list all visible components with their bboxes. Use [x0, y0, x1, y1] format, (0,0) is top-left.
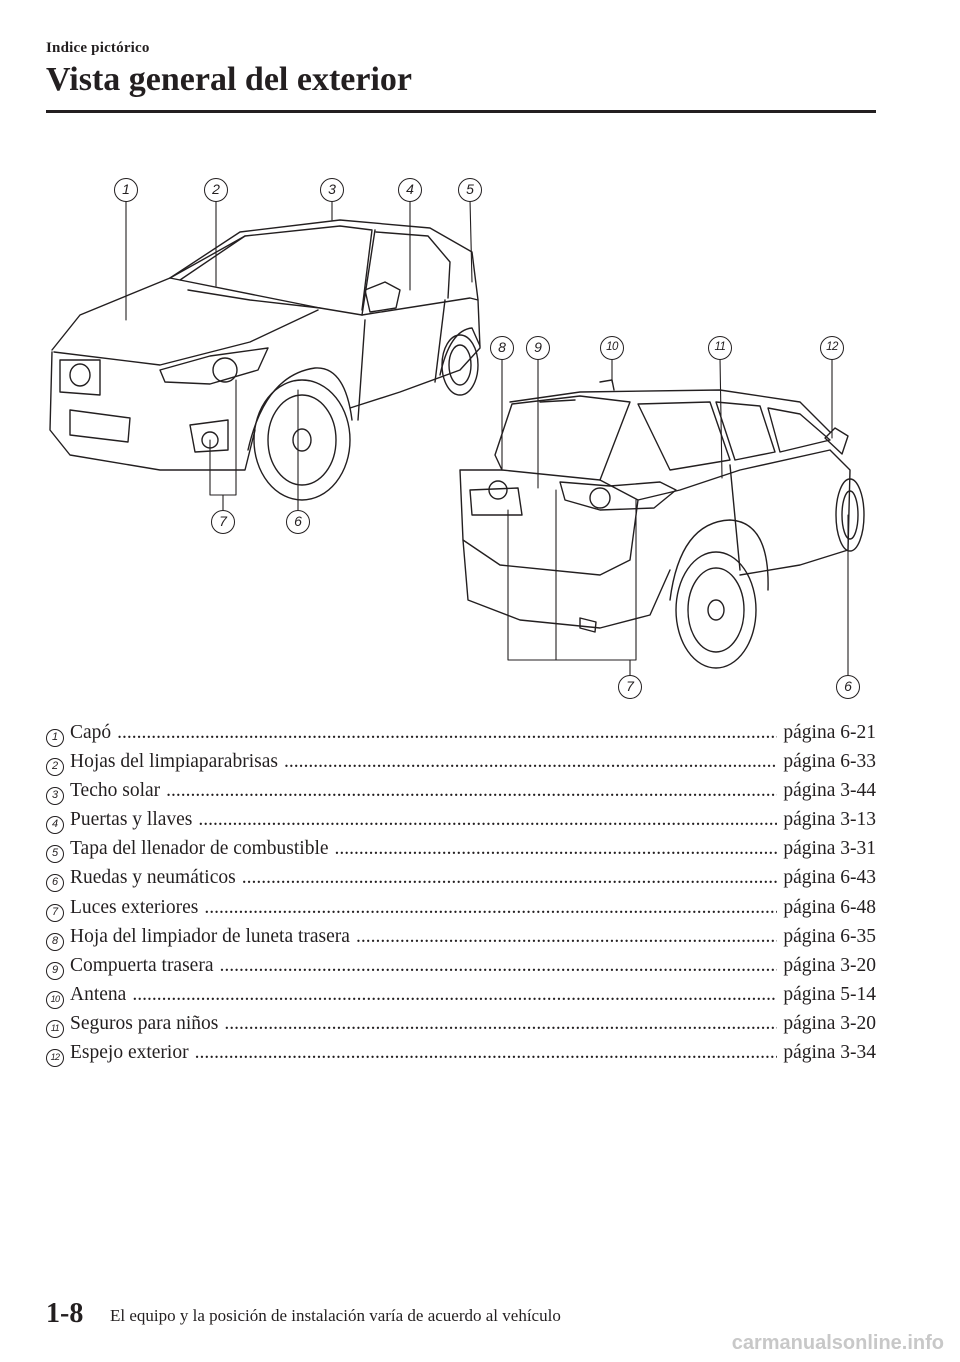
item-number: 1 — [46, 729, 64, 747]
item-number: 3 — [46, 787, 64, 806]
dot-leader — [284, 751, 777, 773]
callout-8: 8 — [490, 336, 514, 360]
item-number: 9 — [46, 961, 64, 980]
item-label: Hoja del limpiador de luneta trasera — [70, 925, 350, 947]
item-number: 5 — [46, 845, 64, 864]
dot-leader — [166, 780, 777, 802]
callout-6-front: 6 — [286, 510, 310, 534]
item-number: 7 — [46, 903, 64, 922]
item-label: Tapa del llenador de combustible — [70, 838, 329, 860]
callout-3: 3 — [320, 178, 344, 202]
list-item: 3 Techo solar página 3-44 — [46, 780, 876, 809]
callout-2: 2 — [204, 178, 228, 202]
callout-10: 10 — [600, 336, 624, 360]
dot-leader — [204, 897, 777, 919]
vehicle-line-drawing — [49, 199, 865, 676]
item-label: Ruedas y neumáticos — [70, 867, 236, 889]
callout-leader-lines — [125, 199, 849, 676]
callout-11: 11 — [708, 336, 732, 360]
list-item: 1 Capó página 6-21 — [46, 722, 876, 751]
page-number: 1-8 — [46, 1298, 84, 1329]
dot-leader — [335, 838, 778, 860]
item-page-ref: página 6-43 — [783, 867, 876, 889]
item-number: 12 — [46, 1049, 64, 1068]
item-page-ref: página 6-35 — [783, 925, 876, 947]
watermark: carmanualsonline.info — [731, 1332, 944, 1354]
callout-6-rear: 6 — [836, 675, 860, 699]
item-label: Capó — [70, 722, 112, 743]
dot-leader — [195, 1042, 778, 1064]
rear-vehicle-drawing — [459, 379, 865, 669]
item-page-ref: página 3-34 — [783, 1042, 876, 1064]
list-item: 4 Puertas y llaves página 3-13 — [46, 809, 876, 838]
list-item: 6 Ruedas y neumáticos página 6-43 — [46, 867, 876, 896]
dot-leader — [224, 1013, 777, 1035]
item-label: Techo solar — [70, 780, 161, 802]
item-label: Seguros para niños — [70, 1012, 219, 1034]
footer-note: El equipo y la posición de instalación v… — [110, 1306, 561, 1325]
item-label: Luces exteriores — [70, 896, 199, 918]
item-number: 10 — [46, 990, 64, 1009]
list-item: 7 Luces exteriores página 6-48 — [46, 897, 876, 926]
item-number: 2 — [46, 758, 64, 777]
callout-12: 12 — [820, 336, 844, 360]
item-label: Antena — [70, 983, 127, 1005]
item-number: 6 — [46, 874, 64, 893]
dot-leader — [117, 722, 777, 744]
item-page-ref: página 3-20 — [783, 1012, 876, 1034]
item-page-ref: página 6-48 — [783, 896, 876, 918]
item-page-ref: página 3-20 — [783, 954, 876, 976]
item-page-ref: página 6-33 — [783, 751, 876, 773]
item-page-ref: página 6-21 — [783, 722, 876, 743]
item-number: 8 — [46, 932, 64, 951]
vehicle-exterior-illustration: 1 2 3 4 5 8 9 10 11 12 7 6 7 6 — [40, 170, 880, 710]
dot-leader — [198, 809, 777, 831]
callout-1: 1 — [114, 178, 138, 202]
list-item: 2 Hojas del limpiaparabrisas página 6-33 — [46, 751, 876, 780]
dot-leader — [132, 984, 777, 1006]
callout-5: 5 — [458, 178, 482, 202]
list-item: 12 Espejo exterior página 3-34 — [46, 1042, 876, 1071]
dot-leader — [219, 955, 777, 977]
list-item: 5 Tapa del llenador de combustible págin… — [46, 838, 876, 867]
front-vehicle-drawing — [49, 219, 481, 501]
item-label: Compuerta trasera — [70, 954, 214, 976]
list-item: 10 Antena página 5-14 — [46, 984, 876, 1013]
title-rule — [46, 110, 876, 113]
list-item: 9 Compuerta trasera página 3-20 — [46, 955, 876, 984]
page-title: Vista general del exterior — [46, 61, 412, 98]
list-item: 8 Hoja del limpiador de luneta trasera p… — [46, 926, 876, 955]
section-kicker: Indice pictórico — [46, 40, 150, 56]
list-item: 11 Seguros para niños página 3-20 — [46, 1013, 876, 1042]
item-page-ref: página 3-13 — [783, 809, 876, 831]
component-index-list: 1 Capó página 6-21 2 Hojas del limpiapar… — [46, 722, 876, 1071]
callout-7-front: 7 — [211, 510, 235, 534]
item-page-ref: página 3-44 — [783, 780, 876, 802]
item-label: Puertas y llaves — [70, 809, 193, 831]
dot-leader — [356, 926, 777, 948]
callout-9: 9 — [526, 336, 550, 360]
item-number: 4 — [46, 816, 64, 835]
item-label: Hojas del limpiaparabrisas — [70, 751, 278, 773]
item-page-ref: página 5-14 — [783, 983, 876, 1005]
dot-leader — [242, 867, 778, 889]
callout-7-rear: 7 — [618, 675, 642, 699]
item-label: Espejo exterior — [70, 1042, 189, 1064]
item-page-ref: página 3-31 — [783, 838, 876, 860]
callout-4: 4 — [398, 178, 422, 202]
item-number: 11 — [46, 1019, 64, 1038]
